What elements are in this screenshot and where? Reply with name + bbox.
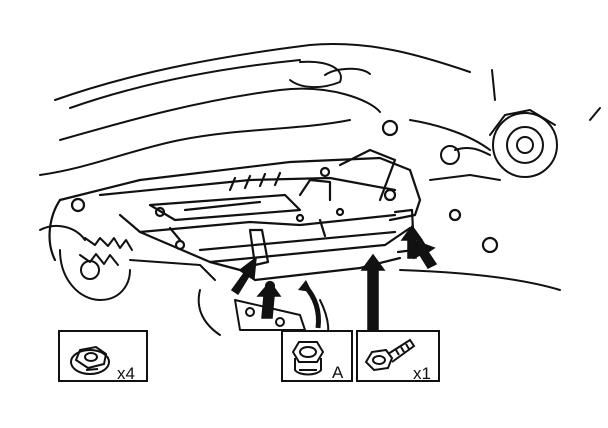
arrow-group — [230, 224, 438, 331]
left-suspension — [39, 224, 216, 301]
right-hub-assembly — [429, 69, 558, 181]
subframe — [48, 119, 499, 292]
arrow-icon — [256, 280, 282, 319]
curved-arrow — [303, 284, 321, 329]
callout-flange-nut: x4 — [58, 330, 148, 382]
nut-a-icon — [291, 341, 325, 376]
quantity-label: x1 — [413, 364, 431, 383]
arrow-icon — [360, 253, 386, 331]
part-label: A — [332, 363, 344, 382]
flange-bolt-icon — [364, 338, 416, 372]
flange-nut-icon — [70, 345, 110, 375]
underbody-outline — [39, 43, 601, 176]
callout-nut-a: A — [281, 330, 353, 382]
callout-flange-bolt: x1 — [356, 330, 440, 382]
arrow-icon — [230, 256, 257, 296]
arrow-icon — [412, 241, 438, 269]
quantity-label: x4 — [117, 364, 135, 383]
